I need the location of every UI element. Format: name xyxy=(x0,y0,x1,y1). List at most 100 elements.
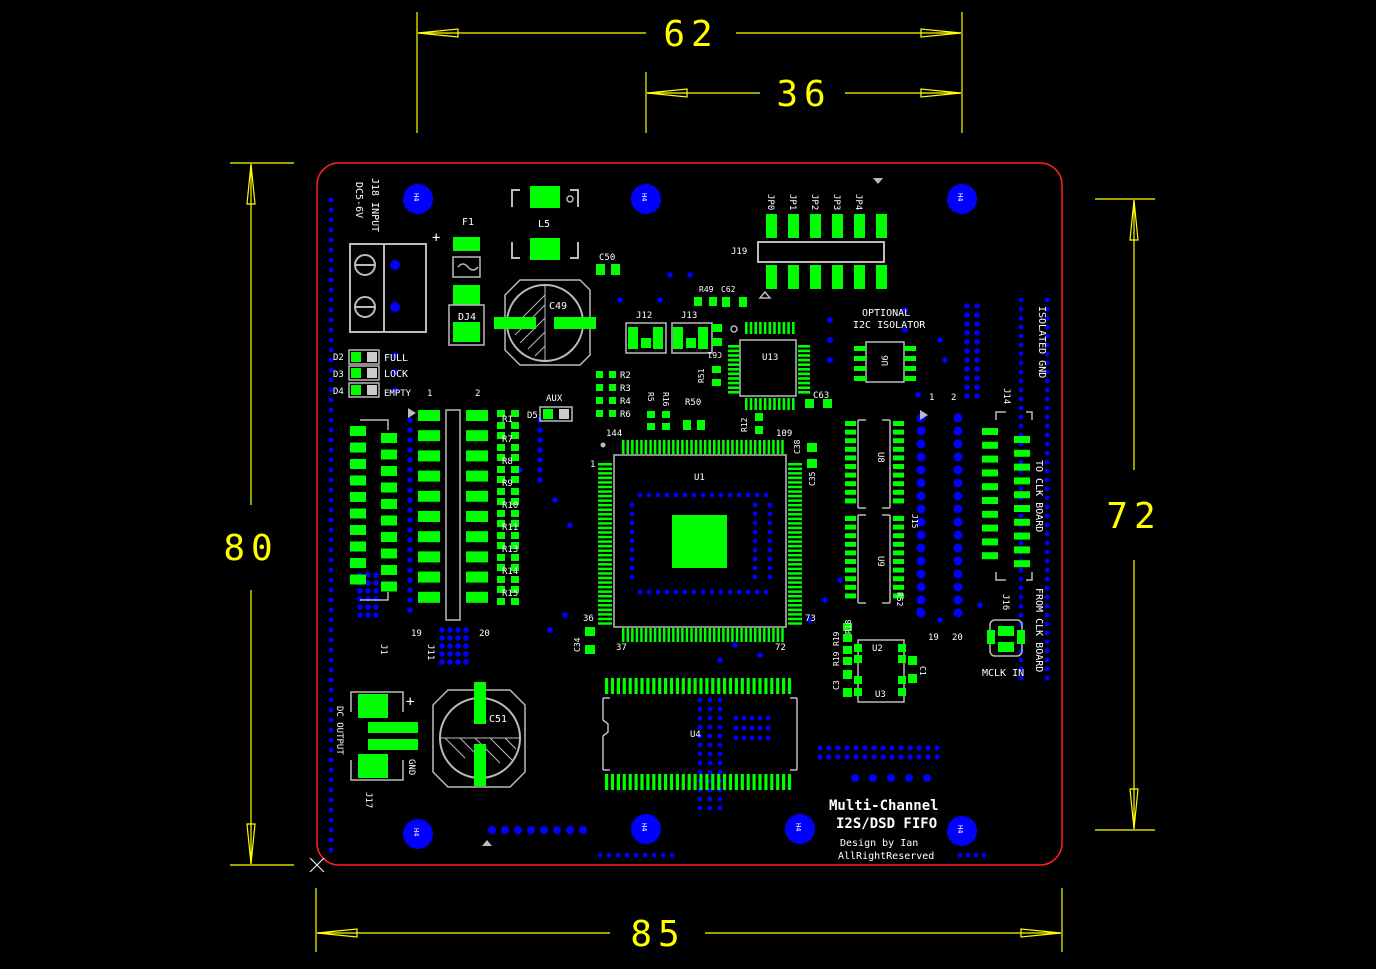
via xyxy=(328,237,334,243)
j1-pad xyxy=(381,499,397,509)
j11-pad xyxy=(418,490,440,502)
via xyxy=(1044,549,1050,555)
via xyxy=(765,715,771,721)
u13-pin xyxy=(798,377,810,380)
u1-pin xyxy=(703,628,707,642)
u1-pin xyxy=(681,440,684,454)
j11-pad xyxy=(418,591,440,603)
resistor-pad xyxy=(497,510,505,517)
via xyxy=(700,589,706,595)
u13-pin xyxy=(728,381,740,385)
via xyxy=(328,447,334,453)
via xyxy=(817,745,823,751)
j14-pad xyxy=(982,524,998,532)
u1-pin xyxy=(735,440,739,454)
resistor-pad xyxy=(511,576,519,583)
via xyxy=(697,751,703,757)
via xyxy=(1018,612,1024,618)
via xyxy=(1044,450,1050,456)
u1-pin xyxy=(776,628,780,642)
via xyxy=(1018,396,1024,402)
resistor-pad xyxy=(497,586,505,593)
via xyxy=(835,754,841,760)
u13-pin xyxy=(728,345,740,348)
via xyxy=(707,742,713,748)
via xyxy=(718,589,724,595)
via xyxy=(1044,387,1050,393)
u13-pin xyxy=(787,398,790,410)
via xyxy=(717,805,723,811)
via xyxy=(953,517,963,527)
u1-pin xyxy=(622,628,625,642)
resistor-pad xyxy=(497,554,505,561)
u1-pin xyxy=(788,585,802,589)
via xyxy=(964,375,970,381)
via xyxy=(537,477,543,483)
from-clk-board-label: FROM CLK BOARD xyxy=(1033,588,1044,672)
via xyxy=(953,413,963,423)
j11-pad xyxy=(466,410,488,421)
jumper-pad xyxy=(876,214,887,238)
j1-label: J1 xyxy=(378,644,388,655)
u1-pin xyxy=(767,628,771,642)
d2-label: D2 xyxy=(333,353,344,363)
via xyxy=(1018,369,1024,375)
via xyxy=(657,297,663,303)
via xyxy=(328,747,334,753)
via xyxy=(741,725,747,731)
u1-pin xyxy=(776,440,780,454)
via xyxy=(916,452,926,462)
i2c-isolator-label: I2C ISOLATOR xyxy=(853,320,926,331)
via xyxy=(964,339,970,345)
via xyxy=(697,769,703,775)
u1-pin xyxy=(788,613,802,616)
via xyxy=(707,706,713,712)
via xyxy=(916,504,926,514)
u4-pin xyxy=(776,774,780,790)
via xyxy=(767,529,773,535)
u9-pad xyxy=(845,593,856,599)
j16-connector xyxy=(987,619,1025,657)
u1-pin xyxy=(598,604,612,607)
u4-pin xyxy=(699,774,703,790)
resistor-pad xyxy=(511,520,519,527)
via xyxy=(1044,594,1050,600)
via xyxy=(916,426,926,436)
via xyxy=(1018,675,1024,681)
via xyxy=(537,447,543,453)
via xyxy=(916,491,926,501)
u4-pin xyxy=(746,774,750,790)
u8-pad xyxy=(893,498,904,504)
via xyxy=(365,572,371,578)
u8-pad xyxy=(845,429,856,435)
via xyxy=(733,735,739,741)
via xyxy=(1044,423,1050,429)
j12-mid xyxy=(641,338,651,348)
j14-pad xyxy=(982,441,998,449)
u1-pin xyxy=(598,581,612,584)
c38-label: C38 xyxy=(793,439,802,454)
u1-pin xyxy=(598,558,612,562)
u1-pin xyxy=(788,563,802,566)
u1-pin xyxy=(662,628,666,642)
r51-pad-b xyxy=(712,379,721,386)
mounting-hole-label: H4 xyxy=(794,823,802,831)
via xyxy=(537,467,543,473)
via xyxy=(407,537,413,543)
resistor-label: R11 xyxy=(502,523,518,533)
via xyxy=(328,577,334,583)
via xyxy=(697,724,703,730)
via xyxy=(871,754,877,760)
via xyxy=(629,529,635,535)
via xyxy=(942,357,948,363)
via xyxy=(1018,423,1024,429)
u1-pin xyxy=(788,531,802,534)
via xyxy=(907,754,913,760)
jumper-pad xyxy=(810,214,821,238)
u1-pin xyxy=(788,508,802,511)
dim-left: 80 xyxy=(223,528,278,569)
via xyxy=(365,580,371,586)
u4-pin xyxy=(711,774,715,790)
j11-pad xyxy=(466,490,488,502)
via xyxy=(328,467,334,473)
